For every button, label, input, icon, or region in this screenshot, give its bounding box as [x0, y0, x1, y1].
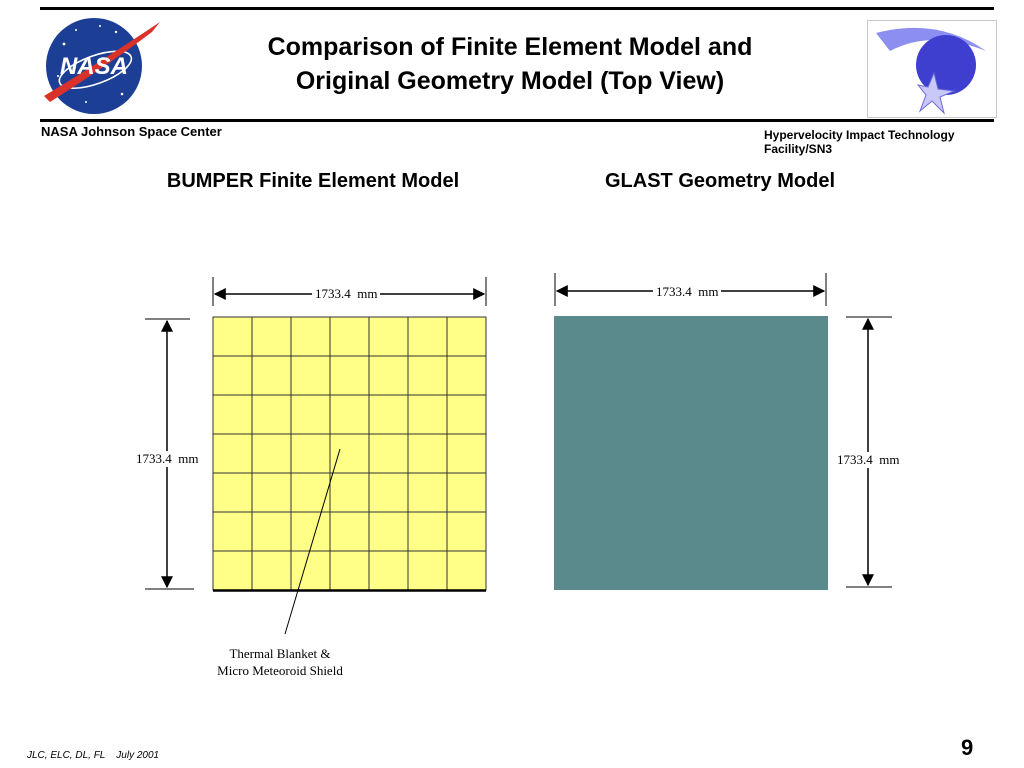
page-number: 9 — [961, 735, 974, 760]
fem-element — [446, 394, 487, 435]
geometry-width-label: 1733.4 mm — [653, 284, 722, 300]
geometry-height-label: 1733.4 mm — [834, 452, 903, 468]
fem-element — [212, 550, 253, 591]
fem-element — [290, 472, 331, 513]
fem-element — [251, 433, 292, 474]
fem-element — [251, 316, 292, 357]
fem-panel-title: BUMPER Finite Element Model — [166, 170, 460, 192]
geometry-panel-title: GLAST Geometry Model — [604, 170, 836, 192]
fem-element — [290, 316, 331, 357]
fem-element — [407, 511, 448, 552]
fem-element — [290, 550, 331, 591]
fem-element — [368, 433, 409, 474]
fem-element — [329, 511, 370, 552]
fem-element — [446, 433, 487, 474]
fem-element — [407, 550, 448, 591]
fem-element — [290, 511, 331, 552]
fem-element — [212, 511, 253, 552]
fem-element — [407, 316, 448, 357]
fem-element — [368, 550, 409, 591]
fem-element — [407, 355, 448, 396]
fem-element — [446, 316, 487, 357]
right-organization: Hypervelocity Impact Technology Facility… — [764, 128, 955, 156]
fem-element — [368, 472, 409, 513]
callout-line-1: Thermal Blanket & — [229, 646, 331, 661]
fem-element — [212, 472, 253, 513]
geometry-plate — [554, 316, 828, 590]
fem-element — [329, 550, 370, 591]
fem-element — [329, 472, 370, 513]
title-line-2: Original Geometry Model (Top View) — [295, 67, 725, 95]
fem-element — [368, 394, 409, 435]
fem-element — [251, 511, 292, 552]
footer-authors-date: JLC, ELC, DL, FL July 2001 — [27, 750, 160, 761]
fem-element — [446, 511, 487, 552]
fem-element — [407, 394, 448, 435]
fem-element — [446, 355, 487, 396]
callout-line-2: Micro Meteoroid Shield — [217, 663, 343, 678]
fem-element — [251, 472, 292, 513]
header-top-rule — [40, 7, 994, 10]
fem-element — [290, 433, 331, 474]
fem-element — [407, 433, 448, 474]
fem-grid — [212, 316, 487, 592]
fem-element — [329, 316, 370, 357]
fem-element — [212, 316, 253, 357]
header-bottom-rule — [40, 119, 994, 122]
fem-element — [212, 433, 253, 474]
fem-element — [251, 355, 292, 396]
callout-leader — [284, 448, 341, 635]
fem-element — [368, 316, 409, 357]
fem-element — [290, 355, 331, 396]
fem-element — [368, 355, 409, 396]
left-organization: NASA Johnson Space Center — [41, 124, 222, 139]
fem-element — [446, 472, 487, 513]
facility-logo-icon — [876, 27, 986, 115]
fem-element — [329, 433, 370, 474]
fem-element — [368, 511, 409, 552]
fem-height-label: 1733.4 mm — [133, 451, 202, 467]
page-title: Comparison of Finite Element Model and O… — [200, 30, 820, 98]
facility-logo — [867, 20, 997, 118]
fem-element — [251, 394, 292, 435]
thermal-blanket-callout: Thermal Blanket & Micro Meteoroid Shield — [190, 645, 370, 679]
title-line-1: Comparison of Finite Element Model and — [267, 33, 753, 61]
fem-element — [251, 550, 292, 591]
fem-element — [446, 550, 487, 591]
fem-element — [329, 394, 370, 435]
fem-element — [407, 472, 448, 513]
fem-element — [212, 355, 253, 396]
fem-element — [290, 394, 331, 435]
fem-width-label: 1733.4 mm — [312, 286, 381, 302]
fem-element — [329, 355, 370, 396]
fem-element — [212, 394, 253, 435]
